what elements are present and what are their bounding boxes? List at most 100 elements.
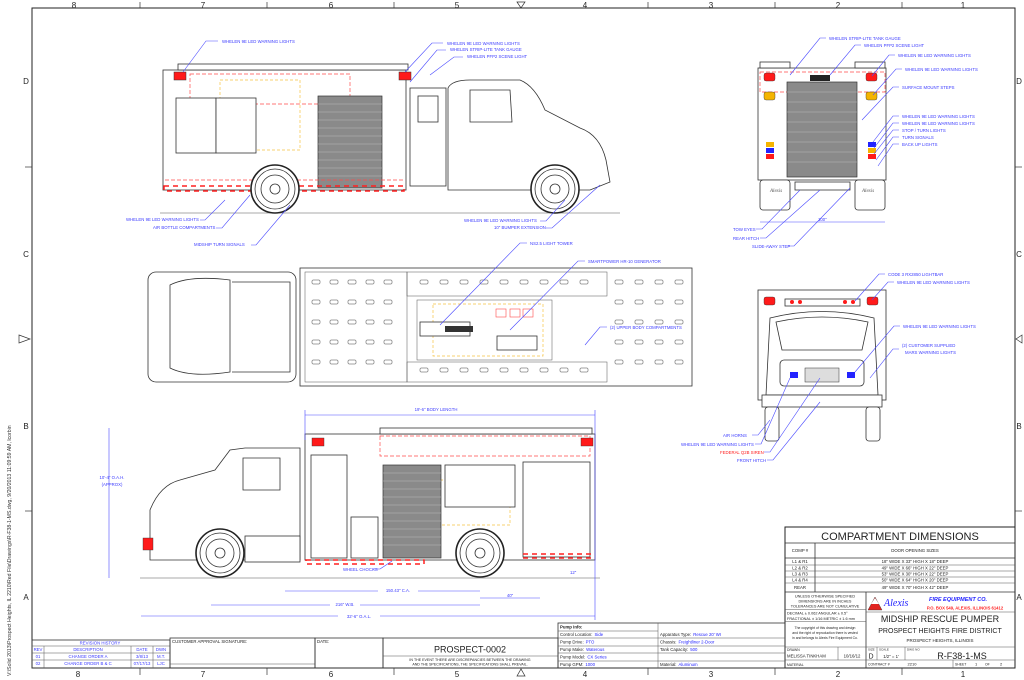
front-view-callouts: CODE 3 RX2850 LIGHTBAR WHELEN 9E LED WAR… [681, 272, 976, 463]
svg-text:and the right of reproduction: and the right of reproduction there is v… [792, 631, 858, 635]
svg-text:DWG NO: DWG NO [907, 648, 920, 652]
svg-text:8: 8 [72, 1, 77, 10]
table-row: L4 & R4 50" WIDE X 64" HIGH X 20" DEEP [792, 578, 948, 583]
svg-text:2: 2 [836, 1, 841, 10]
svg-text:M.T.: M.T. [157, 654, 165, 659]
svg-text:DRAWN: DRAWN [787, 648, 800, 652]
pump-info-row: Chassis:Freightliner 2-Door [660, 640, 715, 645]
svg-text:3/8/13: 3/8/13 [136, 654, 149, 659]
svg-text:The copyright of this drawing: The copyright of this drawing and design [795, 626, 856, 630]
svg-text:SHEET: SHEET [955, 663, 966, 667]
svg-text:L4 & R4: L4 & R4 [792, 578, 808, 583]
svg-text:LJC: LJC [157, 661, 165, 666]
svg-text:CUSTOMER APPROVAL SIGNATURE:: CUSTOMER APPROVAL SIGNATURE: [172, 639, 247, 644]
svg-text:5: 5 [455, 670, 460, 679]
svg-text:3: 3 [709, 1, 714, 10]
svg-text:Alexis: Alexis [861, 189, 874, 194]
svg-text:53" WIDE X 30" HIGH X 22" DEEP: 53" WIDE X 30" HIGH X 22" DEEP [882, 572, 949, 577]
svg-text:49" WIDE X 66" HIGH X 22" DEEP: 49" WIDE X 66" HIGH X 22" DEEP [882, 566, 949, 571]
svg-text:B: B [1016, 422, 1021, 431]
svg-text:FRONT HITCH: FRONT HITCH [737, 458, 766, 463]
svg-text:WHELEN 9E LED WARNING LIGHTS: WHELEN 9E LED WARNING LIGHTS [222, 39, 295, 44]
svg-text:FIRE EQUIPMENT CO.: FIRE EQUIPMENT CO. [929, 597, 988, 603]
svg-text:216" W.B.: 216" W.B. [336, 602, 355, 607]
svg-text:MATERIAL: MATERIAL [787, 663, 804, 667]
pump-info-row: Material:Aluminum [660, 662, 698, 667]
svg-text:SURFACE MOUNT STEPS: SURFACE MOUNT STEPS [902, 85, 955, 90]
svg-text:WHELEN 9E LED WARNING LIGHTS: WHELEN 9E LED WARNING LIGHTS [897, 280, 970, 285]
svg-text:WHELEN STRIP-LITE TANK GAUGE: WHELEN STRIP-LITE TANK GAUGE [450, 47, 522, 52]
table-row: L2 & R2 49" WIDE X 66" HIGH X 22" DEEP [792, 566, 948, 571]
prospect-number: PROSPECT-0002 [434, 645, 506, 655]
compartment-dimensions-table: COMPARTMENT DIMENSIONS COMP # DOOR OPENI… [784, 526, 1016, 669]
svg-text:7: 7 [201, 670, 206, 679]
svg-text:CONTRACT #: CONTRACT # [868, 663, 890, 667]
svg-text:AIR HORNS: AIR HORNS [723, 433, 747, 438]
svg-text:SCALE: SCALE [879, 648, 889, 652]
svg-text:WHELEN 9E LED WARNING LIGHTS: WHELEN 9E LED WARNING LIGHTS [126, 217, 199, 222]
svg-text:L1 & R1: L1 & R1 [792, 559, 808, 564]
svg-text:CHANGE ORDER A: CHANGE ORDER A [69, 654, 108, 659]
svg-text:CODE 3 RX2850 LIGHTBAR: CODE 3 RX2850 LIGHTBAR [888, 272, 943, 277]
svg-text:SIZE: SIZE [868, 648, 875, 652]
svg-text:150.43" C.A.: 150.43" C.A. [386, 588, 410, 593]
svg-text:A: A [1016, 593, 1022, 602]
svg-text:18" WIDE X 33" HIGH X 18" DEEP: 18" WIDE X 33" HIGH X 18" DEEP [882, 559, 949, 564]
svg-text:PROSPECT HEIGHTS FIRE DISTRICT: PROSPECT HEIGHTS FIRE DISTRICT [878, 628, 1002, 635]
side-view-driver [140, 427, 600, 579]
svg-text:REAR: REAR [794, 585, 806, 590]
svg-text:REV: REV [34, 647, 43, 652]
svg-text:WHELEN 9E LED WARNING LIGHTS: WHELEN 9E LED WARNING LIGHTS [898, 53, 971, 58]
table-row: REAR 49" WIDE X 70" HIGH X 42" DEEP [794, 585, 948, 590]
svg-text:L2 & R2: L2 & R2 [792, 566, 808, 571]
prospect-block: PROSPECT-0002 IN THE EVENT THERE ARE DIS… [382, 637, 559, 669]
table-row: L1 & R1 18" WIDE X 33" HIGH X 18" DEEP [792, 559, 948, 564]
svg-text:REVISION HISTORY: REVISION HISTORY [80, 641, 121, 646]
svg-text:L3 & R3: L3 & R3 [792, 572, 808, 577]
svg-text:REAR HITCH: REAR HITCH [733, 236, 759, 241]
pump-info-row: Pump Make:Waterous [560, 647, 604, 652]
svg-text:STOP / TURN LIGHTS: STOP / TURN LIGHTS [902, 128, 946, 133]
svg-text:FEDERAL Q2B SIREN: FEDERAL Q2B SIREN [720, 450, 764, 455]
front-view [757, 289, 887, 442]
zone-row-labels: D C B A D C B A [23, 77, 1022, 602]
svg-text:6: 6 [329, 670, 334, 679]
svg-text:40": 40" [507, 593, 514, 598]
pump-info-row: Pump Drive:PTO [560, 640, 595, 645]
svg-text:19'-6" BODY LENGTH: 19'-6" BODY LENGTH [415, 407, 458, 412]
svg-text:D: D [23, 77, 29, 86]
rear-view-callouts: WHELEN STRIP-LITE TANK GAUGE WHELEN PFP2… [733, 36, 978, 249]
svg-text:IN THE EVENT THERE ARE DISCREP: IN THE EVENT THERE ARE DISCREPANCIES BET… [409, 658, 530, 662]
drawing-title: MIDSHIP RESCUE PUMPER [881, 614, 1000, 624]
svg-text:(2) UPPER BODY COMPARTMENTS: (2) UPPER BODY COMPARTMENTS [610, 325, 682, 330]
svg-text:32'-6" O.A.L.: 32'-6" O.A.L. [347, 614, 371, 619]
svg-text:WHELEN STRIP-LITE TANK GAUGE: WHELEN STRIP-LITE TANK GAUGE [829, 36, 901, 41]
svg-text:2: 2 [836, 670, 841, 679]
svg-text:10/16/12: 10/16/12 [844, 654, 861, 659]
revision-row: 02 CHANGE ORDER B & C 07/17/13 LJC [36, 661, 165, 666]
svg-text:WHELEN 9E LED WARNING LIGHTS: WHELEN 9E LED WARNING LIGHTS [902, 114, 975, 119]
svg-text:4: 4 [583, 670, 588, 679]
side-view-callouts: WHELEN 9E LED WARNING LIGHTS WHELEN 9E L… [126, 39, 601, 247]
svg-text:10'-4" O.A.H.: 10'-4" O.A.H. [99, 475, 124, 480]
centering-arrows [18, 1, 1023, 677]
svg-text:DATE: DATE [136, 647, 147, 652]
rear-view: Alexis Alexis 100" [757, 61, 887, 223]
svg-text:DECIMAL ± 0.062 ANGULAR ±: DECIMAL ± 0.062 ANGULAR ± 0.5° [787, 612, 848, 616]
svg-text:CHANGE ORDER B & C: CHANGE ORDER B & C [64, 661, 112, 666]
svg-text:DESCRIPTION: DESCRIPTION [73, 647, 102, 652]
svg-text:DATE:: DATE: [317, 639, 329, 644]
svg-text:WHELEN PFP2 SCENE LIGHT: WHELEN PFP2 SCENE LIGHT [864, 43, 925, 48]
top-view-callouts: NS2.5 LIGHT TOWER SMARTPOWER HR-10 GENER… [439, 241, 682, 346]
pump-info: Pump Info: Control Location:Side Pump Dr… [557, 622, 786, 669]
pump-info-row: Tank Capacity:500 [660, 647, 698, 652]
svg-text:NS2.5 LIGHT TOWER: NS2.5 LIGHT TOWER [530, 241, 573, 246]
svg-text:D: D [1016, 77, 1022, 86]
svg-text:100": 100" [818, 217, 827, 222]
svg-text:50" WIDE X 64" HIGH X 20" DEEP: 50" WIDE X 64" HIGH X 20" DEEP [882, 578, 949, 583]
svg-text:1: 1 [961, 670, 966, 679]
svg-text:1/2" = 1': 1/2" = 1' [883, 654, 899, 659]
side-view-officer [160, 63, 620, 214]
top-view [147, 267, 693, 387]
